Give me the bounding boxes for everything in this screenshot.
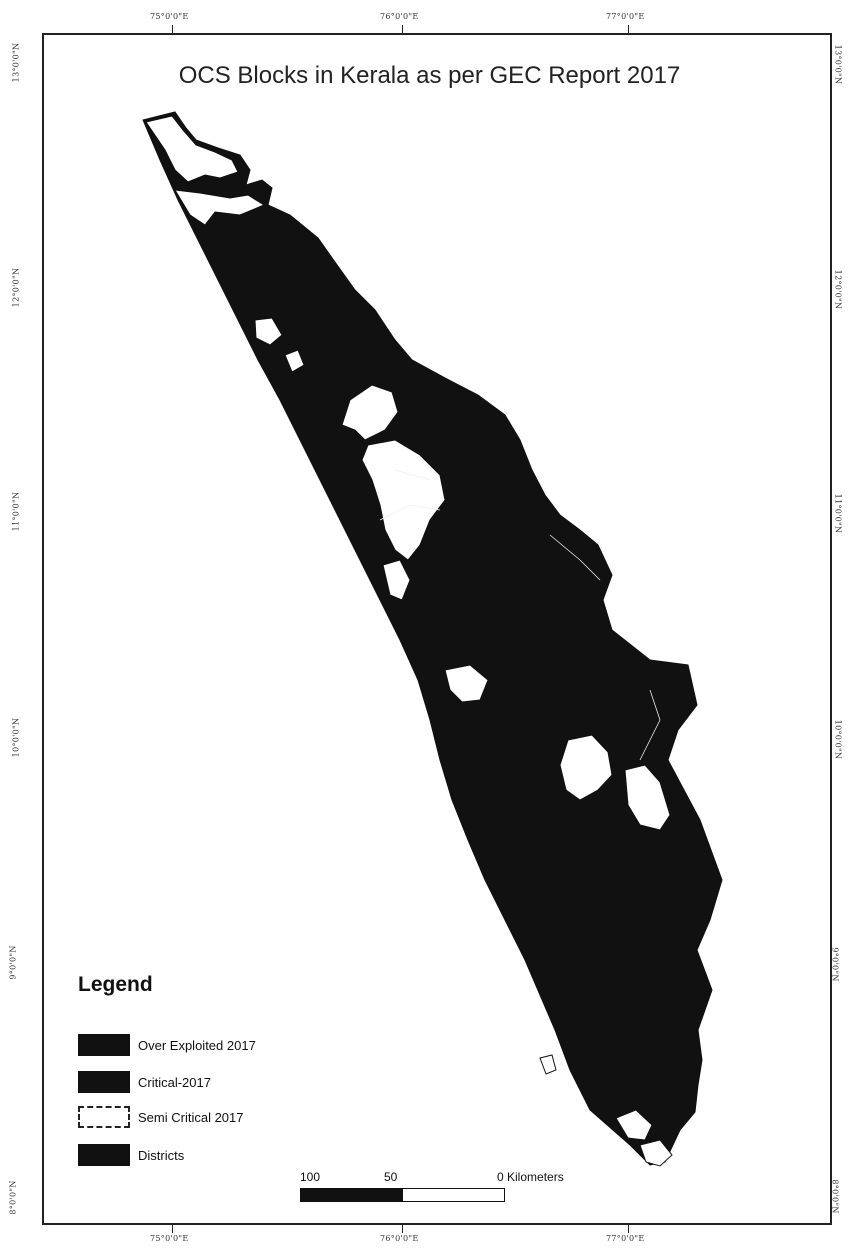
semi-critical-area-5 [382,559,411,601]
legend-title: Legend [78,973,153,996]
tick-mark [628,25,629,33]
legend-label: Districts [138,1147,185,1163]
legend-swatch [78,1034,130,1056]
semi-critical-area-2 [284,349,305,373]
scale-segment-white [402,1189,504,1201]
semi-critical-area-4 [361,439,446,561]
scale-segment-black [301,1189,403,1201]
lon-tick-bottom-3: 77°0'0"E [606,1234,645,1243]
legend-item-districts: Districts [78,1143,184,1167]
semi-critical-area-3 [341,384,399,441]
lon-tick-top-3: 77°0'0"E [606,12,645,21]
tick-mark [402,25,403,33]
scale-label-100: 100 [300,1170,321,1184]
lon-tick-bottom-1: 75°0'0"E [150,1234,189,1243]
map-title: OCS Blocks in Kerala as per GEC Report 2… [178,62,681,89]
lon-tick-top-2: 76°0'0"E [380,12,419,21]
legend-swatch [78,1071,130,1093]
legend-label: Critical-2017 [138,1074,211,1090]
tick-mark [628,1225,629,1233]
semi-critical-area-1 [254,317,283,346]
semi-critical-area-6 [444,664,489,703]
kerala-state-shape [142,111,723,1166]
legend-item-semi-critical: Semi Critical 2017 [78,1105,244,1129]
semi-critical-area-7 [559,734,613,801]
lon-tick-top-1: 75°0'0"E [150,12,189,21]
legend-label: Semi Critical 2017 [138,1109,244,1125]
scale-label-50: 50 [384,1170,398,1184]
tick-mark [172,25,173,33]
semi-critical-area-9 [539,1054,557,1075]
legend-swatch [78,1106,130,1128]
semi-critical-area-10 [615,1109,653,1141]
semi-critical-area-8 [624,764,671,831]
semi-critical-area-south [639,1139,673,1167]
tick-mark [402,1225,403,1233]
legend-label: Over Exploited 2017 [138,1037,256,1053]
legend-swatch [78,1144,130,1166]
scale-bar [300,1188,505,1202]
lon-tick-bottom-2: 76°0'0"E [380,1234,419,1243]
semi-critical-area-kasargod [174,189,266,226]
semi-critical-area-north [145,115,239,183]
scale-label-0-kilometers: 0 Kilometers [497,1170,564,1184]
legend-item-critical: Critical-2017 [78,1070,211,1094]
legend-item-over-exploited: Over Exploited 2017 [78,1033,256,1057]
map-frame [42,33,832,1225]
district-boundary [379,469,661,761]
tick-mark [172,1225,173,1233]
